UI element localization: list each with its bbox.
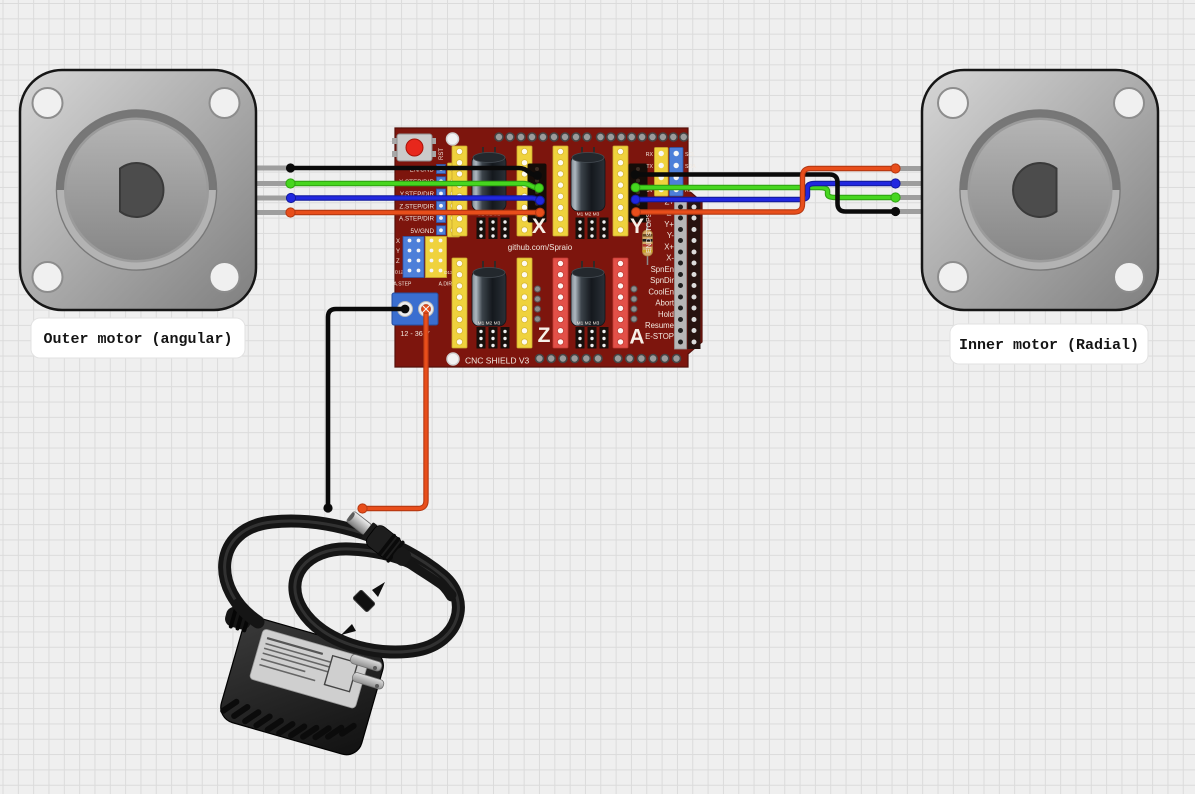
endstop-label: SpnEn (651, 265, 674, 274)
vent-ribs (220, 698, 357, 741)
wire-green-right[interactable] (632, 184, 899, 201)
inner-motor-label[interactable]: Inner motor (Radial) (949, 323, 1149, 365)
mount-hole (1113, 87, 1145, 119)
wire-endpoints (285, 163, 901, 514)
inner-motor-caption: Inner motor (Radial) (959, 337, 1139, 354)
face-shadow-arc (960, 110, 1120, 191)
microstep-jumper-block: X Y Z D12 D13 A.STEP A.DIR (394, 236, 453, 288)
button-cap (405, 138, 424, 157)
capacitor (570, 154, 606, 212)
endstop-label: Y+ (664, 220, 674, 229)
serial-label: RX (646, 152, 654, 158)
outer-motor[interactable] (18, 68, 292, 312)
button-leg (431, 138, 436, 144)
power-adapter[interactable] (197, 505, 465, 760)
jumper-row-label: Z (396, 259, 400, 265)
face-highlight-arc (57, 189, 216, 270)
endstop-label: Y- (667, 231, 674, 240)
endstop-label: Hold (658, 310, 674, 319)
label-plate (949, 323, 1149, 365)
wire-orange-right[interactable] (633, 165, 899, 215)
inner-motor[interactable] (889, 68, 1160, 312)
endstop-label: CoolEn (648, 288, 674, 297)
endstop-label: X- (666, 254, 674, 263)
outer-motor-caption: Outer motor (angular) (43, 331, 232, 348)
resistor (642, 222, 653, 265)
mount-hole (31, 87, 64, 119)
adapter-cable (218, 514, 465, 659)
board-title: CNC SHIELD V3 (465, 356, 530, 366)
mounting-hole (445, 132, 460, 146)
jumper-caption-adir: A.DIR (439, 282, 453, 288)
capacitor (471, 269, 507, 327)
barrel-plug (346, 511, 412, 566)
cable-tie (341, 582, 385, 635)
signal-label: 5V/GND (411, 228, 435, 235)
jumper-row-label: Y (396, 249, 400, 255)
signal-label: Y.STEP/DIR (400, 191, 435, 198)
driver-sockets (527, 163, 648, 223)
axis-letter-x: X (532, 215, 546, 238)
serial-label: TX (646, 164, 653, 170)
serial-label: SCL (685, 152, 695, 158)
mount-hole (937, 87, 969, 119)
endstop-label: Resume (645, 321, 674, 330)
signal-label: Z.STEP/DIR (399, 203, 434, 210)
power-range-label: 12 - 36 V (400, 329, 429, 338)
endstop-label: SpnDir (650, 276, 674, 285)
wire-orange-power[interactable] (359, 308, 429, 512)
endstops-caption: END STOPS (646, 212, 653, 253)
outer-motor-label[interactable]: Outer motor (angular) (30, 317, 246, 359)
mount-hole (937, 261, 969, 293)
jumper-caption-astep: A.STEP (394, 282, 412, 288)
signal-label: A.STEP/DIR (399, 216, 434, 223)
plug-prongs (349, 654, 385, 690)
wire-black-right[interactable] (632, 172, 898, 214)
endstop-label: X+ (664, 243, 674, 252)
mount-hole (208, 87, 241, 119)
button-leg (431, 151, 436, 157)
jumper-row-label: X (396, 239, 400, 245)
reset-button[interactable] (392, 133, 436, 162)
driver-pin-caption: M1 M2 M3 (577, 212, 600, 218)
serial-label: SDA (685, 164, 696, 170)
axis-letter-z: Z (538, 324, 551, 347)
serial-header: RX TX 5V SCL SDA RST (646, 147, 696, 197)
cnc-shield-board[interactable]: RST EN/GND X.STEP/DIR Y.STEP/DIR Z.STEP/… (391, 127, 703, 368)
serial-label: RST (685, 188, 696, 194)
button-leg (392, 138, 397, 144)
face-shadow-arc (57, 110, 216, 191)
mounting-hole (446, 352, 460, 366)
mount-hole (1113, 261, 1145, 293)
axis-letter-a: A (629, 326, 644, 349)
motor-shaft (119, 162, 165, 218)
serial-label: 5V (647, 188, 654, 194)
endstop-pin-columns (674, 200, 701, 350)
axis-letter-y: Y (630, 215, 644, 238)
wire-blue-left[interactable] (288, 195, 543, 204)
jumper-caption-d13: D13 (444, 270, 453, 275)
driver-pin-caption: M1 M2 M3 (478, 321, 501, 327)
mount-hole (31, 261, 64, 293)
driver-pin-caption: M1 M2 M3 (577, 321, 600, 327)
endstop-labels: Z+ Z- Y+ Y- X+ X- SpnEn SpnDir CoolEn Ab… (645, 198, 675, 342)
motor-shaft (1012, 162, 1058, 218)
reset-silk-label: RST (439, 148, 445, 160)
jumper-row-label: D12 (395, 270, 404, 275)
board-url: github.com/Spraio (508, 243, 573, 252)
label-plate (30, 317, 246, 359)
mount-hole (208, 261, 241, 293)
button-leg (392, 151, 397, 157)
capacitor (570, 269, 606, 327)
wire-black-power[interactable] (325, 306, 408, 511)
endstop-label: Abort (655, 299, 674, 308)
endstop-label: E-STOP (645, 332, 674, 341)
face-highlight-arc (960, 189, 1120, 270)
